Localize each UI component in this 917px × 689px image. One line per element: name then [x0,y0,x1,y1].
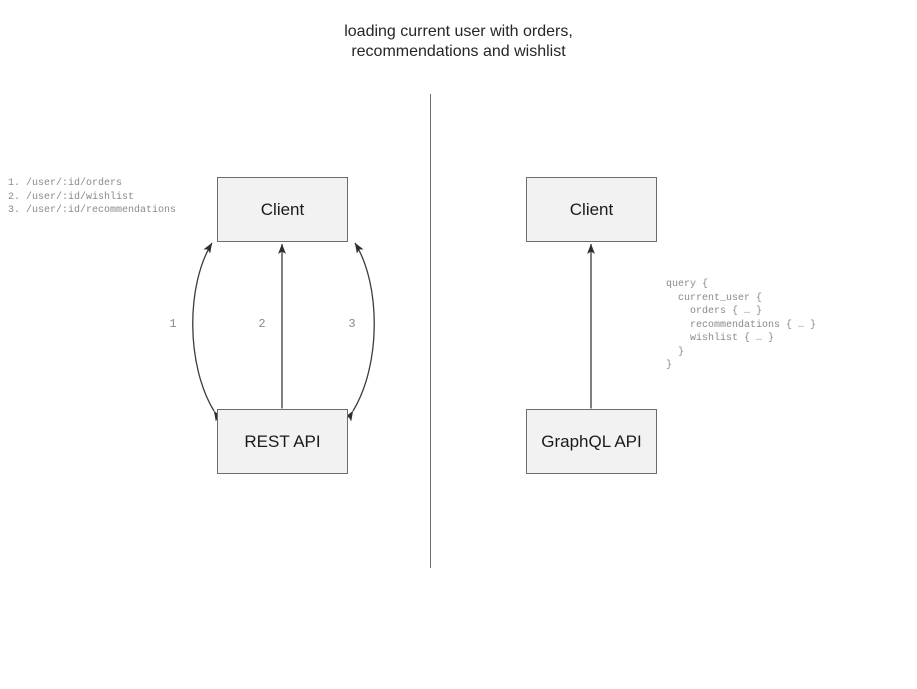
rest-api-label: REST API [244,431,321,451]
rest-arrow-1-label: 1 [169,317,177,331]
rest-arrow-1 [192,242,223,422]
graphql-api-box[interactable]: GraphQL API [526,409,657,474]
diagram-title: loading current user with orders, recomm… [344,23,573,60]
rest-client-label: Client [260,199,305,219]
graphql-client-box[interactable]: Client [526,177,657,242]
graphql-query-snippet: query { current_user { orders { … } reco… [666,279,817,371]
rest-arrow-2-label: 2 [258,317,266,331]
graphql-api-label: GraphQL API [541,431,642,451]
rest-api-box[interactable]: REST API [217,409,348,474]
rest-endpoints-list: 1. /user/:id/orders 2. /user/:id/wishlis… [8,178,177,216]
graphql-client-label: Client [569,199,614,219]
rest-client-box[interactable]: Client [217,177,348,242]
panel-divider [430,94,431,568]
rest-arrow-3-label: 3 [348,317,356,331]
